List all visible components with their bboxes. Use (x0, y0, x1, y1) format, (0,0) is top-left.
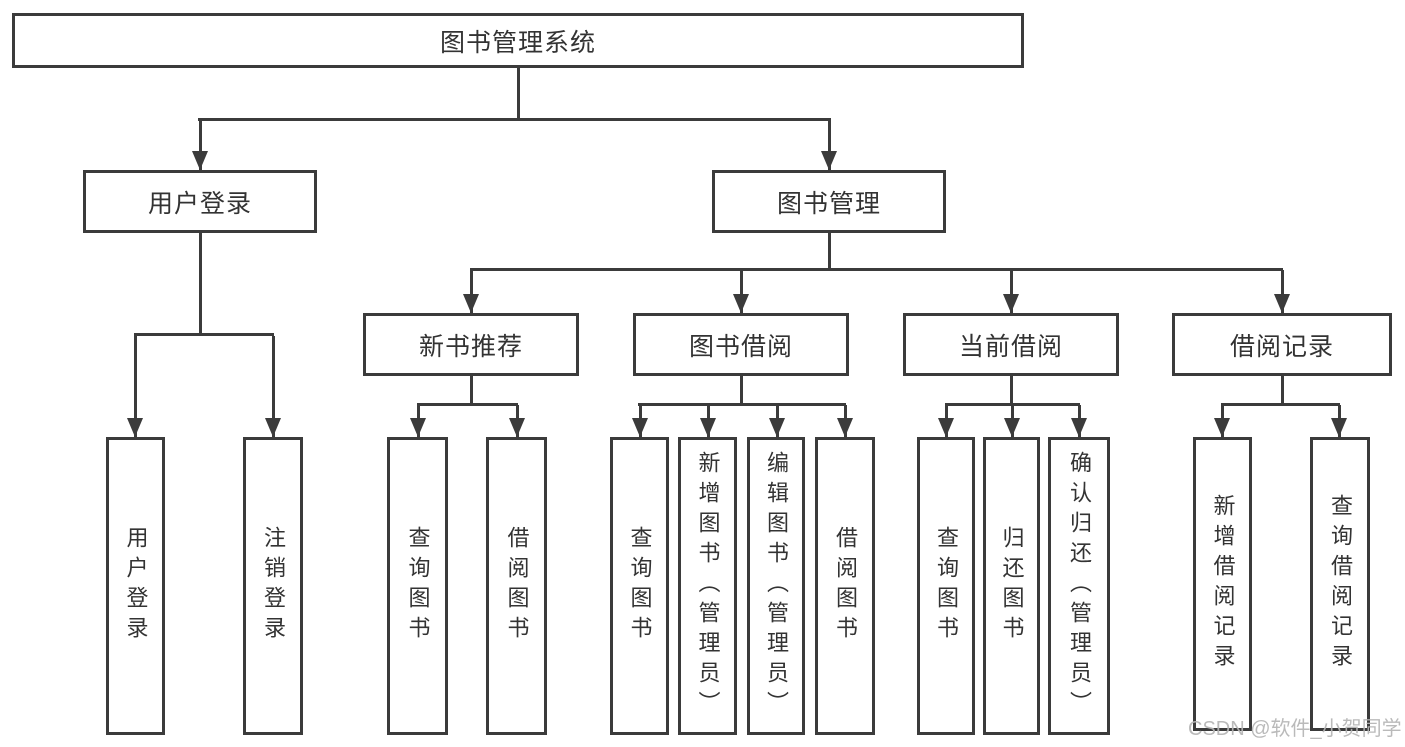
node-cb-confirm-return-label: 确认归还（管理员） (1067, 451, 1092, 721)
node-br-add-record: 新增借阅记录 (1193, 437, 1252, 731)
node-borrow-records-label: 借阅记录 (1229, 332, 1334, 361)
node-bb-edit-books-label: 编辑图书（管理员） (764, 451, 789, 721)
arrow-to-cb-return-icon (1010, 405, 1014, 437)
node-bb-add-books-label: 新增图书（管理员） (695, 451, 721, 721)
connector-level3-hline (470, 268, 1283, 271)
node-ul-logout: 注销登录 (243, 437, 303, 735)
arrow-to-bb-query-icon (638, 405, 642, 437)
node-cb-return-books-label: 归还图书 (999, 526, 1025, 646)
node-bb-query-books: 查询图书 (610, 437, 669, 735)
arrow-to-cb-confirm-icon (1077, 405, 1081, 437)
arrow-to-book-mgmt-icon (827, 120, 831, 170)
arrow-to-user-login-icon (198, 120, 202, 170)
connector-new-book-rec-stub (469, 376, 473, 405)
node-cb-return-books: 归还图书 (983, 437, 1040, 735)
node-book-mgmt: 图书管理 (712, 170, 946, 233)
node-nbr-borrow-books-label: 借阅图书 (504, 526, 530, 646)
node-bb-edit-books: 编辑图书（管理员） (747, 437, 805, 735)
arrow-to-br-query-icon (1337, 405, 1341, 437)
node-nbr-query-books: 查询图书 (387, 437, 448, 735)
node-br-query-record-label: 查询借阅记录 (1328, 494, 1353, 674)
node-bb-borrow-books: 借阅图书 (815, 437, 875, 735)
arrow-to-ul-user-login-icon (133, 336, 137, 437)
watermark: CSDN @软件_小贺同学 (1188, 718, 1402, 740)
arrow-to-nbr-query-icon (416, 405, 420, 437)
node-ul-logout-label: 注销登录 (261, 526, 286, 646)
arrow-to-new-book-rec-icon (469, 270, 473, 313)
arrow-to-ul-logout-icon (271, 336, 275, 437)
connector-new-book-rec-hline (417, 403, 518, 406)
node-book-borrow-label: 图书借阅 (688, 332, 793, 361)
arrow-to-bb-borrow-icon (843, 405, 847, 437)
node-bb-query-books-label: 查询图书 (627, 526, 653, 646)
connector-borrow-records-hline (1221, 403, 1340, 406)
connector-user-login-hline (134, 333, 274, 336)
node-cb-confirm-return: 确认归还（管理员） (1048, 437, 1110, 735)
connector-root-stub (516, 68, 520, 120)
node-root: 图书管理系统 (12, 13, 1024, 68)
node-nbr-borrow-books: 借阅图书 (486, 437, 547, 735)
connector-level2-hline (198, 118, 831, 121)
node-book-mgmt-label: 图书管理 (776, 189, 881, 218)
node-br-add-record-label: 新增借阅记录 (1210, 494, 1236, 674)
connector-book-mgmt-stub (827, 233, 831, 270)
connector-user-login-stub (198, 233, 202, 335)
node-book-borrow: 图书借阅 (633, 313, 849, 376)
arrow-to-current-borrow-icon (1009, 270, 1013, 313)
arrow-to-cb-query-icon (944, 405, 948, 437)
node-ul-user-login-label: 用户登录 (123, 526, 149, 646)
node-bb-borrow-books-label: 借阅图书 (833, 526, 858, 646)
node-cb-query-books: 查询图书 (917, 437, 975, 735)
arrow-to-bb-add-icon (706, 405, 710, 437)
connector-book-borrow-stub (739, 376, 743, 405)
node-nbr-query-books-label: 查询图书 (405, 526, 431, 646)
node-current-borrow-label: 当前借阅 (958, 332, 1063, 361)
node-root-label: 图书管理系统 (439, 28, 596, 57)
arrow-to-bb-edit-icon (775, 405, 779, 437)
node-new-book-rec-label: 新书推荐 (418, 332, 523, 361)
node-br-query-record: 查询借阅记录 (1310, 437, 1370, 731)
arrow-to-borrow-records-icon (1280, 270, 1284, 313)
node-ul-user-login: 用户登录 (106, 437, 165, 735)
connector-borrow-records-stub (1280, 376, 1284, 405)
node-current-borrow: 当前借阅 (903, 313, 1119, 376)
node-cb-query-books-label: 查询图书 (934, 526, 959, 646)
arrow-to-br-add-icon (1220, 405, 1224, 437)
connector-book-borrow-hline (638, 403, 846, 406)
node-user-login-label: 用户登录 (147, 189, 252, 218)
node-user-login: 用户登录 (83, 170, 317, 233)
connector-current-borrow-stub (1009, 376, 1013, 405)
arrow-to-nbr-borrow-icon (515, 405, 519, 437)
node-bb-add-books: 新增图书（管理员） (678, 437, 737, 735)
node-borrow-records: 借阅记录 (1172, 313, 1392, 376)
node-new-book-rec: 新书推荐 (363, 313, 579, 376)
arrow-to-book-borrow-icon (739, 270, 743, 313)
